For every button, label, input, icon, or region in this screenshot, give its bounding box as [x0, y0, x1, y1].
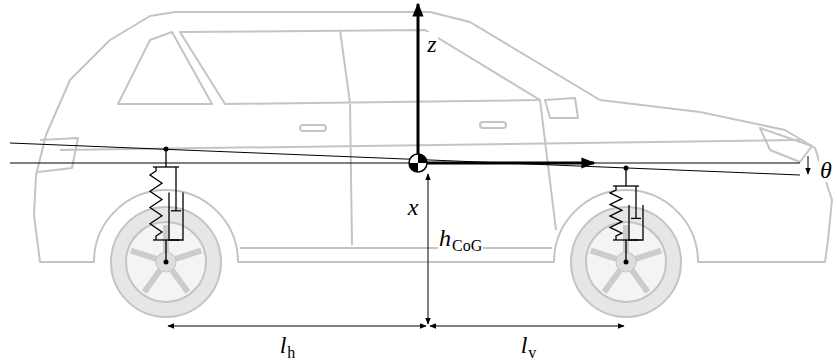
- axis-label: x: [407, 195, 420, 219]
- cog-symbol: [409, 154, 427, 172]
- spring-damper: [150, 147, 183, 265]
- front-length-dimension: [430, 326, 624, 327]
- rim-spoke: [172, 270, 188, 292]
- damper-rod: [635, 186, 636, 218]
- pitch-arrow: [808, 156, 809, 174]
- wheels: [111, 207, 681, 317]
- height-dimension: [428, 174, 429, 324]
- rim-spoke: [636, 251, 662, 259]
- dimension-subscript: CoG: [451, 238, 483, 254]
- mount-rod: [165, 240, 166, 262]
- rim-spoke: [604, 270, 620, 292]
- upper-bar: [153, 166, 179, 167]
- tail-light: [38, 138, 78, 172]
- z-axis: [417, 4, 420, 163]
- coordinate-axes: [10, 4, 808, 326]
- tire: [111, 207, 221, 317]
- side-window: [180, 30, 540, 104]
- sill-line: [240, 247, 552, 249]
- spring-symbol: [610, 186, 622, 240]
- door-line: [350, 104, 352, 245]
- damper-piston: [171, 210, 181, 211]
- dimension-label: h: [438, 226, 452, 250]
- mount-rod: [165, 149, 166, 167]
- mount-rod: [625, 240, 626, 262]
- damper-piston: [631, 218, 641, 219]
- upper-bar: [613, 185, 639, 186]
- wheel-center-point: [624, 260, 629, 265]
- reference-line: [10, 163, 800, 164]
- suspension: [150, 147, 643, 265]
- rim: [126, 222, 206, 302]
- door-handle: [480, 122, 506, 128]
- mirror: [545, 98, 578, 118]
- cog-symbol: [409, 154, 427, 172]
- wheel-center-point: [164, 260, 169, 265]
- spring-damper: [610, 166, 643, 265]
- b-pillar: [340, 30, 350, 103]
- character-line: [60, 140, 800, 150]
- rim-spoke: [591, 251, 617, 259]
- rim-spoke: [144, 270, 160, 292]
- axis-label: z: [426, 32, 437, 56]
- pitched-line: [10, 143, 800, 175]
- mount-rod: [625, 168, 626, 186]
- rim-spoke: [176, 251, 202, 259]
- spring-symbol: [150, 167, 162, 240]
- angle-label: θ: [819, 158, 833, 182]
- x-axis: [418, 162, 594, 165]
- wheel: [111, 207, 221, 317]
- rear-window: [118, 32, 212, 104]
- rim: [586, 222, 666, 302]
- dimension-subscript: h: [286, 345, 296, 361]
- wheel: [571, 207, 681, 317]
- rim-spoke: [131, 251, 157, 259]
- damper-rod: [175, 167, 176, 211]
- tire: [571, 207, 681, 317]
- rear-length-dimension: [168, 326, 426, 327]
- door-handle: [300, 125, 326, 131]
- rim-spoke: [632, 270, 648, 292]
- head-light: [760, 128, 812, 162]
- dimension-subscript: v: [527, 345, 537, 361]
